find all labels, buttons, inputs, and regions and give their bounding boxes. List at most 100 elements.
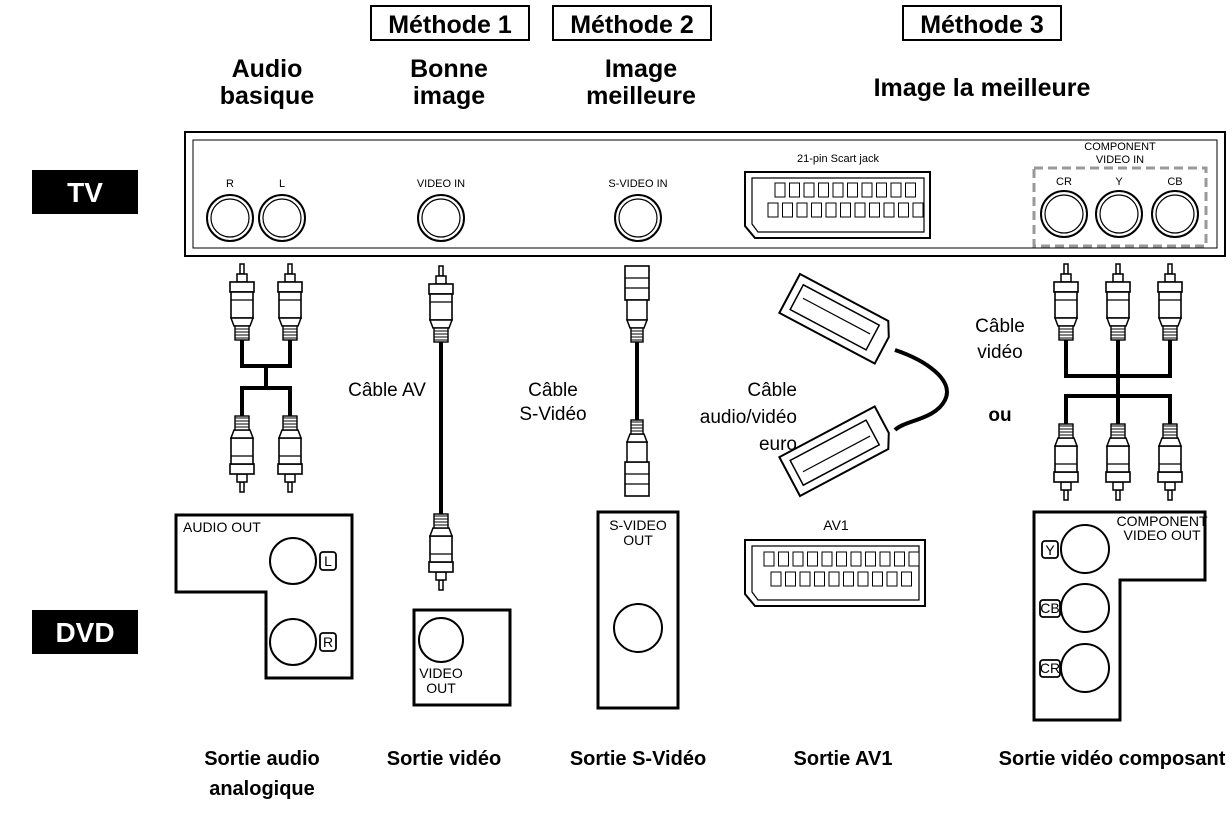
method-2-label: Méthode 2 — [570, 11, 694, 39]
scart-pin — [836, 551, 847, 567]
dvd-av1-label: AV1 — [823, 517, 849, 533]
tv-component-label-line2: VIDEO IN — [1096, 154, 1144, 166]
scart-pin — [778, 551, 789, 567]
dvd-badge: DVD — [32, 610, 138, 654]
tv-badge-label: TV — [67, 177, 103, 208]
scart-pin — [828, 571, 840, 587]
scart-pin — [821, 551, 833, 567]
dvd-svideo-out-jack[interactable] — [613, 603, 663, 653]
tv-audio-r-label: R — [226, 178, 234, 190]
svideo-cable-label-line2: S-Vidéo — [519, 404, 586, 425]
tv-component-cb-jack[interactable] — [1151, 190, 1199, 238]
scart-pin — [912, 202, 924, 218]
dvd-audio-r-jack[interactable] — [269, 618, 317, 666]
dvd-audio-l-label: L — [324, 553, 332, 569]
dvd-component-y-label: Y — [1045, 542, 1055, 558]
dvd-badge-label: DVD — [55, 617, 114, 648]
heading-audio-line1: Audio — [232, 55, 303, 83]
scart-pin — [872, 571, 883, 587]
scart-pin — [767, 202, 779, 218]
tv-audio-r-jack[interactable] — [206, 194, 254, 242]
scart-pin — [876, 182, 887, 198]
av-cable-label: Câble AV — [348, 380, 426, 401]
output-svideo: Sortie S-Vidéo — [570, 748, 706, 770]
scart-pin — [799, 571, 811, 587]
output-component: Sortie vidéo composant — [999, 748, 1226, 770]
euro-cable-label-line3: euro — [759, 434, 797, 455]
euro-cable — [778, 273, 949, 497]
output-audio-line1: Sortie audio — [204, 748, 320, 770]
scart-pin — [894, 551, 905, 567]
scart-pin — [843, 571, 854, 587]
scart-pin — [908, 551, 920, 567]
scart-pin — [807, 551, 818, 567]
scart-pin — [770, 571, 782, 587]
scart-pin — [869, 202, 880, 218]
tv-scart-jack[interactable] — [744, 171, 931, 239]
scart-pin — [792, 551, 804, 567]
av-cable — [428, 265, 454, 591]
scart-pin — [890, 182, 902, 198]
scart-pin — [905, 182, 916, 198]
scart-pin — [832, 182, 844, 198]
svideo-cable-label-line1: Câble — [528, 380, 578, 401]
dvd-svideo-out-label-line2: OUT — [623, 532, 653, 548]
scart-pin — [796, 202, 808, 218]
dvd-video-out-label-line1: VIDEO — [419, 665, 463, 681]
heading-method3: Image la meilleure — [874, 74, 1091, 102]
dvd-av1-jack[interactable] — [744, 539, 926, 607]
tv-audio-l-label: L — [279, 178, 285, 190]
dvd-audio-out-label: AUDIO OUT — [183, 519, 261, 535]
method-1-box: Méthode 1 — [370, 5, 530, 41]
tv-audio-l-jack[interactable] — [258, 194, 306, 242]
scart-pin — [886, 571, 898, 587]
dvd-component-label-line2: VIDEO OUT — [1123, 527, 1200, 543]
scart-pin — [883, 202, 895, 218]
dvd-video-out-label-line2: OUT — [426, 680, 456, 696]
scart-pin — [898, 202, 909, 218]
dvd-component-cr-jack[interactable] — [1060, 643, 1110, 693]
scart-pin — [789, 182, 800, 198]
tv-component-y-label: Y — [1115, 176, 1123, 188]
heading-method1-line1: Bonne — [410, 55, 488, 83]
scart-pin — [811, 202, 822, 218]
dvd-component-y-jack[interactable] — [1060, 524, 1110, 574]
dvd-component-cr-label: CR — [1040, 660, 1060, 676]
dvd-component-cb-jack[interactable] — [1060, 583, 1110, 633]
scart-pin — [850, 551, 862, 567]
tv-component-y-jack[interactable] — [1095, 190, 1143, 238]
method-2-box: Méthode 2 — [552, 5, 712, 41]
scart-pin — [763, 551, 775, 567]
tv-component-label-line1: COMPONENT — [1084, 141, 1156, 153]
dvd-audio-l-jack[interactable] — [269, 537, 317, 585]
euro-cable-label-line2: audio/vidéo — [700, 407, 797, 428]
or-label: ou — [988, 405, 1011, 426]
method-3-label: Méthode 3 — [920, 11, 1044, 39]
scart-pin — [854, 202, 866, 218]
audio-cable — [229, 263, 303, 493]
scart-pin — [818, 182, 829, 198]
tv-video-in-label: VIDEO IN — [417, 178, 465, 190]
euro-cable-label-line1: Câble — [747, 380, 797, 401]
method-3-box: Méthode 3 — [902, 5, 1062, 41]
scart-pin — [814, 571, 825, 587]
svideo-cable — [624, 265, 650, 497]
dvd-audio-out-panel: AUDIO OUT L R — [174, 513, 354, 680]
scart-pin — [901, 571, 912, 587]
scart-pin — [857, 571, 869, 587]
scart-pin — [785, 571, 796, 587]
output-video: Sortie vidéo — [387, 748, 501, 770]
tv-component-cr-jack[interactable] — [1040, 190, 1088, 238]
scart-pin — [774, 182, 786, 198]
dvd-video-out-jack[interactable] — [418, 617, 464, 663]
tv-video-in-jack[interactable] — [417, 194, 465, 242]
dvd-svideo-out-label-line1: S-VIDEO — [609, 517, 667, 533]
tv-badge: TV — [32, 170, 138, 214]
tv-component-cb-label: CB — [1167, 176, 1182, 188]
method-1-label: Méthode 1 — [388, 11, 512, 39]
video-cable-label-line2: vidéo — [977, 342, 1022, 363]
output-av1: Sortie AV1 — [794, 748, 893, 770]
tv-svideo-in-jack[interactable] — [614, 194, 662, 242]
heading-method2-line1: Image — [605, 55, 677, 83]
